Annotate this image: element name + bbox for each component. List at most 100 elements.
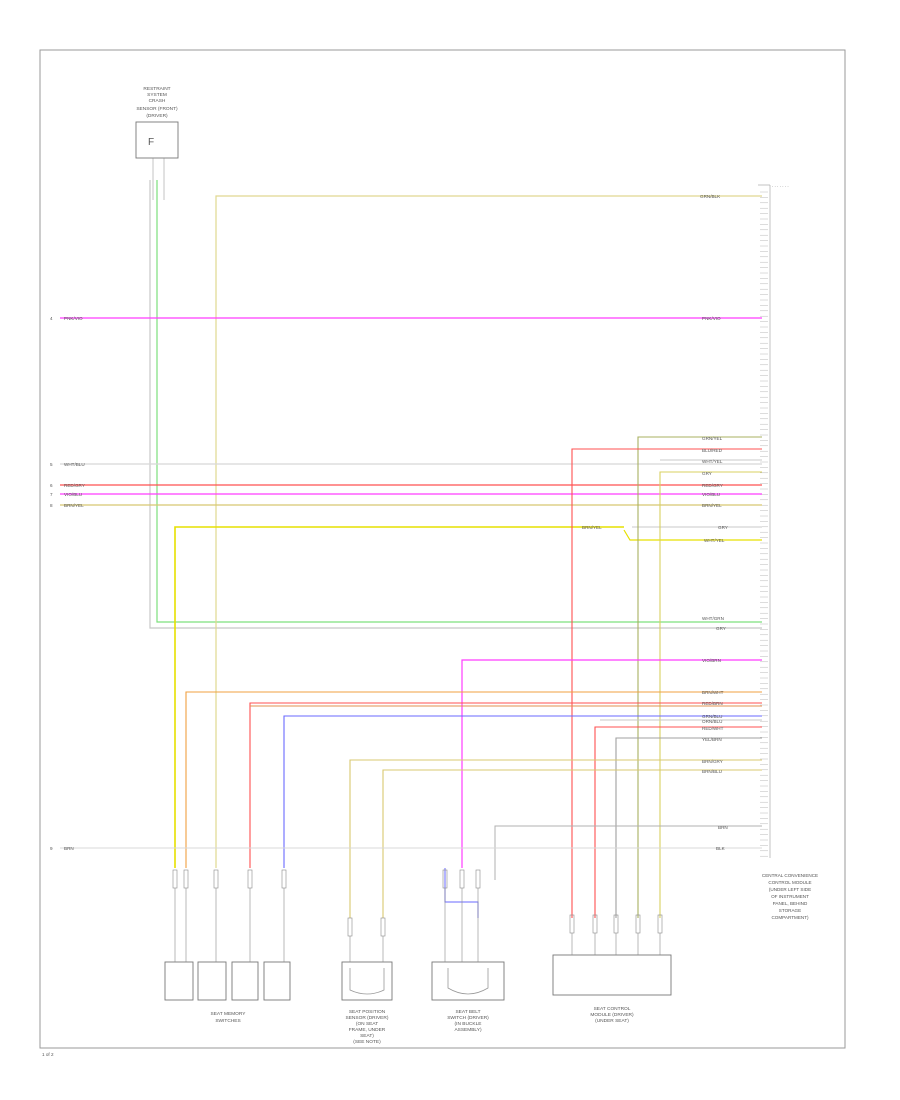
wire-label-r7: BRN/YEL (702, 503, 722, 508)
wire-label-yel-mid: BRN/YEL (582, 525, 602, 530)
top-sensor: RESTRAINT SYSTEM CRASH SENSOR (FRONT) (D… (135, 86, 179, 200)
wire-tan-pos2 (382, 769, 762, 918)
bottom-2-label-6: (SEE NOTE) (353, 1039, 381, 1045)
bottom-4-label-1: SEAT CONTROL (594, 1006, 631, 1012)
wire-yellow-stub (623, 529, 762, 541)
bottom-connector-pins (172, 869, 663, 962)
wire-yellow-main (174, 526, 624, 868)
memory-switch-3 (231, 961, 259, 1001)
wire-label-top: GRN/BLK (700, 194, 721, 199)
left-marker-1: 4 (50, 316, 53, 321)
wire-label-yel-left: BRN/YEL (64, 503, 84, 508)
wire-label-bot-right: BRN (718, 825, 728, 830)
bottom-3-label-4: ASSEMBLY) (454, 1027, 482, 1033)
seat-position-sensor: SEAT POSITION SENSOR (DRIVER) (ON SEAT F… (341, 961, 393, 1045)
right-module-label-4: OF INSTRUMENT (771, 894, 809, 899)
connector-pin (172, 869, 178, 889)
memory-switch-1 (164, 961, 194, 1001)
bottom-2-label-5: SEAT) (360, 1033, 374, 1039)
bottom-3-label-2: SWITCH (DRIVER) (447, 1015, 489, 1021)
wire-red-module (594, 726, 762, 918)
wire-label-r15: GRN/BLU (702, 714, 722, 719)
belt-switch-box (431, 961, 505, 1001)
wire-label-r8: GRY (718, 525, 728, 530)
wire-red-mid (249, 702, 762, 868)
wire-pink-belt (461, 659, 762, 868)
left-marker-4: 7 (50, 492, 53, 497)
right-module-label-7: COMPARTMENT) (771, 915, 809, 920)
top-sensor-label-2: SYSTEM (147, 92, 167, 98)
control-module-box (552, 954, 672, 996)
diagram-frame (39, 49, 846, 1049)
wire-label-gray-left: WHT/BLU (64, 462, 85, 467)
bottom-3-label-3: (IN BUCKLE (455, 1021, 482, 1027)
wire-label-bot-right2: BLK (716, 846, 726, 851)
memory-switch-2 (197, 961, 227, 1001)
wire-top-tan (215, 195, 762, 868)
right-module-label-6: STORAGE (779, 908, 801, 913)
right-module-label-1: CENTRAL CONVENIENCE (762, 873, 818, 878)
top-sensor-label-3: CRASH (149, 98, 166, 104)
right-module-label-5: PANEL, BEHIND (773, 901, 808, 906)
wire-label-r12: VIO/BRN (702, 658, 721, 663)
bottom-4-label-3: (UNDER SEAT) (595, 1018, 629, 1024)
seat-belt-switch: SEAT BELT SWITCH (DRIVER) (IN BUCKLE ASS… (431, 961, 505, 1033)
wire-label-r20: BRN/BLU (702, 769, 722, 774)
wire-label-r6: VIO/BLU (702, 492, 720, 497)
seat-memory-switches: SEAT MEMORY SWITCHES (164, 961, 291, 1024)
wire-gray-belt (494, 825, 762, 880)
bottom-2-label-4: FRAME, UNDER (349, 1027, 386, 1033)
left-marker-3: 6 (50, 483, 53, 488)
left-marker-6: 9 (50, 846, 53, 851)
bottom-3-label-1: SEAT BELT (455, 1009, 480, 1015)
wire-label-r9: WHT/YEL (704, 538, 725, 543)
wire-label-r19: BRN/GRY (702, 759, 723, 764)
page-number: 1 of 2 (42, 1052, 54, 1057)
wire-blue-loop (444, 868, 479, 918)
wire-label-r10: WHT/GRN (702, 616, 724, 621)
right-module: . . . . . . . CENTRAL CONVENIENCE CONTRO… (758, 183, 818, 920)
left-marker-5: 8 (50, 503, 53, 508)
bottom-4-label-2: MODULE (DRIVER) (590, 1012, 634, 1018)
connector-pin (475, 869, 481, 889)
top-sensor-glyph: F (148, 137, 154, 148)
right-module-label-2: CONTROL MODULE (768, 880, 811, 885)
wire-gray-sensor (149, 180, 762, 629)
left-markers: 4 5 6 7 8 9 (50, 316, 53, 851)
connector-pin (213, 869, 219, 889)
top-sensor-label-4: SENSOR (FRONT) (136, 106, 178, 112)
bottom-1-label-1: SEAT MEMORY (211, 1011, 247, 1017)
right-module-dots: . . . . . . . (772, 183, 789, 188)
wires (60, 180, 762, 918)
right-module-pins (760, 191, 768, 857)
wire-yellow-r4 (659, 471, 762, 918)
top-sensor-label-1: RESTRAINT (143, 86, 170, 92)
left-marker-2: 5 (50, 462, 53, 467)
wire-green-sensor (156, 180, 762, 623)
wire-label-r1: GRN/YEL (702, 436, 723, 441)
connector-pin (247, 869, 253, 889)
bottom-2-label-3: (ON SEAT (356, 1021, 378, 1027)
wire-label-pink-left: PNK/VIO (64, 316, 83, 321)
wire-olive-r1 (637, 436, 762, 918)
wire-label-r3: WHT/YEL (702, 459, 723, 464)
memory-switch-4 (263, 961, 291, 1001)
position-sensor-box (341, 961, 393, 1001)
wire-label-red-left: RED/GRY (64, 483, 85, 488)
connector-pin (459, 869, 465, 889)
connector-pin (380, 917, 386, 937)
wire-label-r13: BRN/WHT (702, 690, 724, 695)
wire-blue (283, 715, 762, 868)
wire-label-r5: RED/GRY (702, 483, 723, 488)
wire-label-r14: RED/BRN (702, 701, 723, 706)
wire-label-r18: YEL/BRN (702, 737, 722, 742)
wire-gray-module (615, 737, 762, 918)
bottom-2-label-1: SEAT POSITION (349, 1009, 386, 1015)
wire-label-r16: ORN/BLU (702, 719, 722, 724)
bottom-1-label-2: SWITCHES (215, 1018, 240, 1024)
wire-label-r17: RED/WHT (702, 726, 724, 731)
seat-control-module: SEAT CONTROL MODULE (DRIVER) (UNDER SEAT… (552, 954, 672, 1024)
wire-label-pink-right: PNK/VIO (702, 316, 721, 321)
bottom-2-label-2: SENSOR (DRIVER) (346, 1015, 389, 1021)
